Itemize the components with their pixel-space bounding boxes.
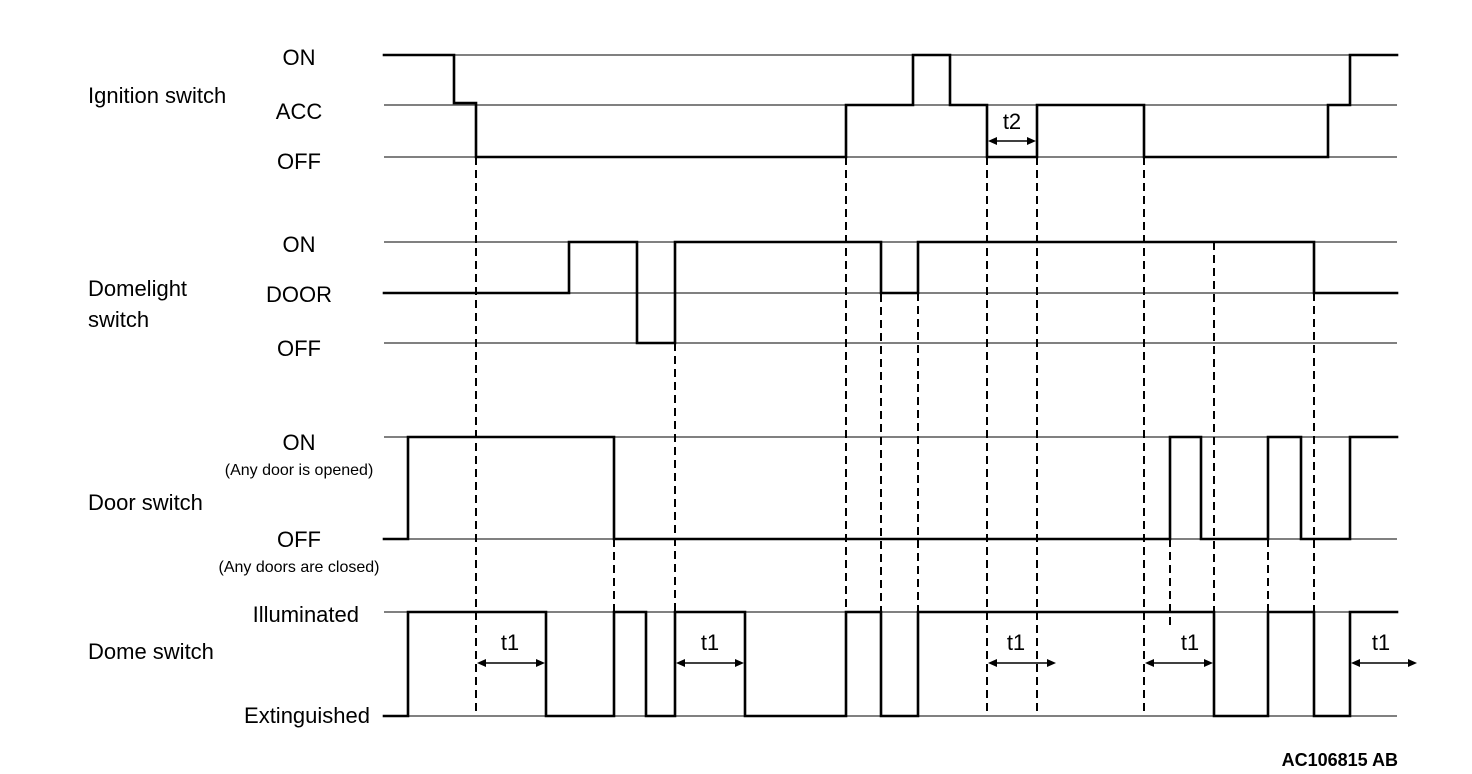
door-level-on-note: (Any door is opened)	[225, 462, 374, 479]
t1-dimension-5: t1	[1351, 630, 1417, 667]
dome-waveform	[382, 610, 1399, 718]
arrowhead	[735, 659, 744, 667]
door-level-off-note: (Any doors are closed)	[219, 559, 380, 576]
arrowhead	[1204, 659, 1213, 667]
t1-label: t1	[701, 630, 719, 655]
dome-level-illuminated: Illuminated	[253, 602, 359, 627]
arrowhead	[676, 659, 685, 667]
alignment-lines	[475, 105, 1315, 716]
t1-dimension-2: t1	[676, 630, 744, 667]
arrowhead	[1047, 659, 1056, 667]
dome-switch-name: Dome switch	[88, 639, 214, 664]
door-waveform	[382, 435, 1399, 541]
t1-dimension-1: t1	[477, 630, 545, 667]
t2-label: t2	[1003, 109, 1021, 134]
domelight-switch-name-line2: switch	[88, 307, 149, 332]
ignition-level-on: ON	[283, 45, 316, 70]
t2-dimension: t2	[988, 109, 1036, 145]
domelight-level-door: DOOR	[266, 282, 332, 307]
t1-label: t1	[501, 630, 519, 655]
door-switch-name: Door switch	[88, 490, 203, 515]
t1-label: t1	[1372, 630, 1390, 655]
ignition-level-off: OFF	[277, 149, 321, 174]
ignition-waveform	[382, 53, 1399, 159]
domelight-switch-name-line1: Domelight	[88, 276, 187, 301]
ignition-level-acc: ACC	[276, 99, 323, 124]
t1-dimension-4: t1	[1145, 630, 1213, 667]
t1-label: t1	[1007, 630, 1025, 655]
domelight-waveform	[382, 240, 1399, 345]
figure-code: AC106815 AB	[1282, 750, 1398, 770]
reference-lines	[384, 54, 1397, 717]
domelight-level-on: ON	[283, 232, 316, 257]
arrowhead	[1408, 659, 1417, 667]
door-level-on: ON	[283, 430, 316, 455]
t1-label: t1	[1181, 630, 1199, 655]
ignition-switch-name: Ignition switch	[88, 83, 226, 108]
arrowhead	[536, 659, 545, 667]
arrowhead	[1027, 137, 1036, 145]
domelight-level-off: OFF	[277, 336, 321, 361]
dome-level-extinguished: Extinguished	[244, 703, 370, 728]
arrowhead	[988, 137, 997, 145]
arrowhead	[1145, 659, 1154, 667]
door-level-off: OFF	[277, 527, 321, 552]
arrowhead	[477, 659, 486, 667]
t1-dimension-3: t1	[988, 630, 1056, 667]
arrowhead	[1351, 659, 1360, 667]
arrowhead	[988, 659, 997, 667]
